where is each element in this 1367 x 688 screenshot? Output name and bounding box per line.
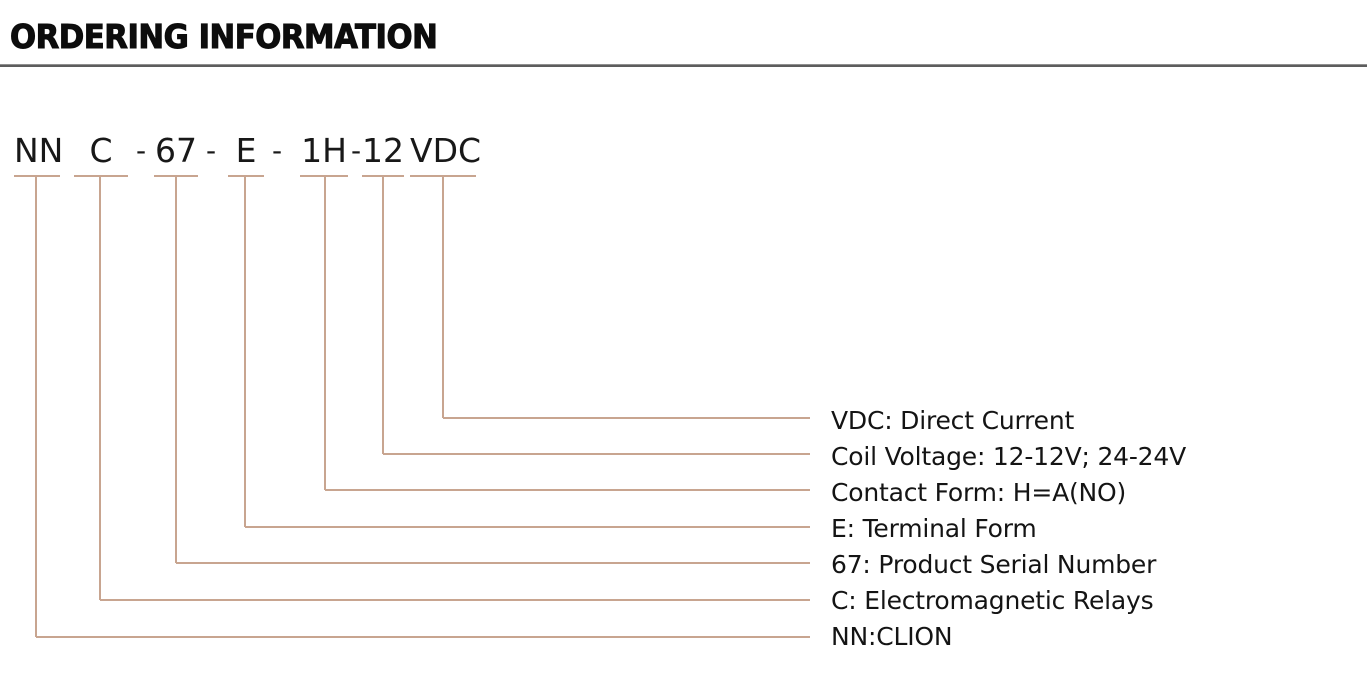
code-segment: 1H xyxy=(301,131,347,170)
code-separator-dash: - xyxy=(350,134,362,167)
callout-label: 67: Product Serial Number xyxy=(831,550,1157,579)
callout-label: E: Terminal Form xyxy=(831,514,1037,543)
header-divider xyxy=(0,64,1367,67)
callout-label: VDC: Direct Current xyxy=(831,406,1075,435)
code-separator-dash: - xyxy=(135,134,147,167)
page-title: ORDERING INFORMATION xyxy=(9,17,438,56)
code-separator-dash: - xyxy=(205,134,217,167)
callout-label: Coil Voltage: 12-12V; 24-24V xyxy=(831,442,1186,471)
code-segment: 12 xyxy=(362,131,404,170)
code-segment: NN xyxy=(14,131,64,170)
callout-label: NN:CLION xyxy=(831,622,953,651)
callout-label: C: Electromagnetic Relays xyxy=(831,586,1154,615)
code-segment: 67 xyxy=(155,131,197,170)
code-segment: C xyxy=(89,131,113,170)
page-header: ORDERING INFORMATION xyxy=(0,0,1367,70)
code-segment: VDC xyxy=(410,131,482,170)
code-segment: E xyxy=(235,131,257,170)
callout-label: Contact Form: H=A(NO) xyxy=(831,478,1127,507)
code-separator-dash: - xyxy=(271,134,283,167)
